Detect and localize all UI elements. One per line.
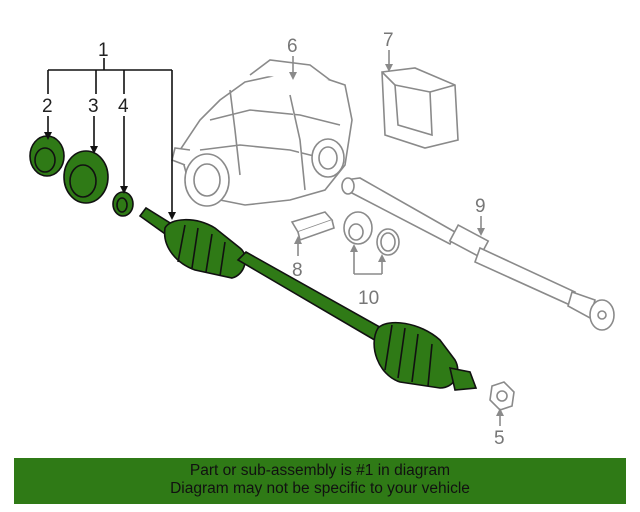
shim-plate bbox=[290, 211, 335, 242]
parts-diagram: 1 2 3 4 5 6 7 8 9 10 bbox=[29, 30, 615, 449]
callout-8: 8 bbox=[292, 260, 303, 281]
callout-3: 3 bbox=[88, 96, 99, 117]
callout-1: 1 bbox=[98, 40, 109, 61]
seal-and-oring bbox=[343, 211, 400, 256]
leader-arrows-grey bbox=[289, 64, 504, 416]
boot-ring[interactable] bbox=[63, 150, 109, 204]
heat-shield bbox=[381, 67, 459, 149]
banner-line-1: Part or sub-assembly is #1 in diagram bbox=[189, 462, 451, 479]
differential-housing bbox=[171, 59, 353, 207]
callout-4: 4 bbox=[118, 96, 129, 117]
inner-seal[interactable] bbox=[29, 135, 65, 177]
leader-arrows-black bbox=[44, 132, 176, 220]
info-banner: Part or sub-assembly is #1 in diagram Di… bbox=[14, 458, 626, 504]
leader-lines-black bbox=[47, 58, 173, 216]
callout-2: 2 bbox=[42, 96, 53, 117]
axle-nut bbox=[489, 381, 515, 411]
callout-5: 5 bbox=[494, 428, 505, 449]
callout-7: 7 bbox=[383, 30, 394, 51]
axle-shaft-assembly[interactable] bbox=[138, 206, 478, 391]
callout-6: 6 bbox=[287, 36, 298, 57]
callout-9: 9 bbox=[475, 196, 486, 217]
snap-ring[interactable] bbox=[112, 191, 134, 217]
banner-line-2: Diagram may not be specific to your vehi… bbox=[170, 480, 470, 497]
callout-10: 10 bbox=[358, 288, 379, 309]
drive-shaft bbox=[341, 177, 615, 331]
